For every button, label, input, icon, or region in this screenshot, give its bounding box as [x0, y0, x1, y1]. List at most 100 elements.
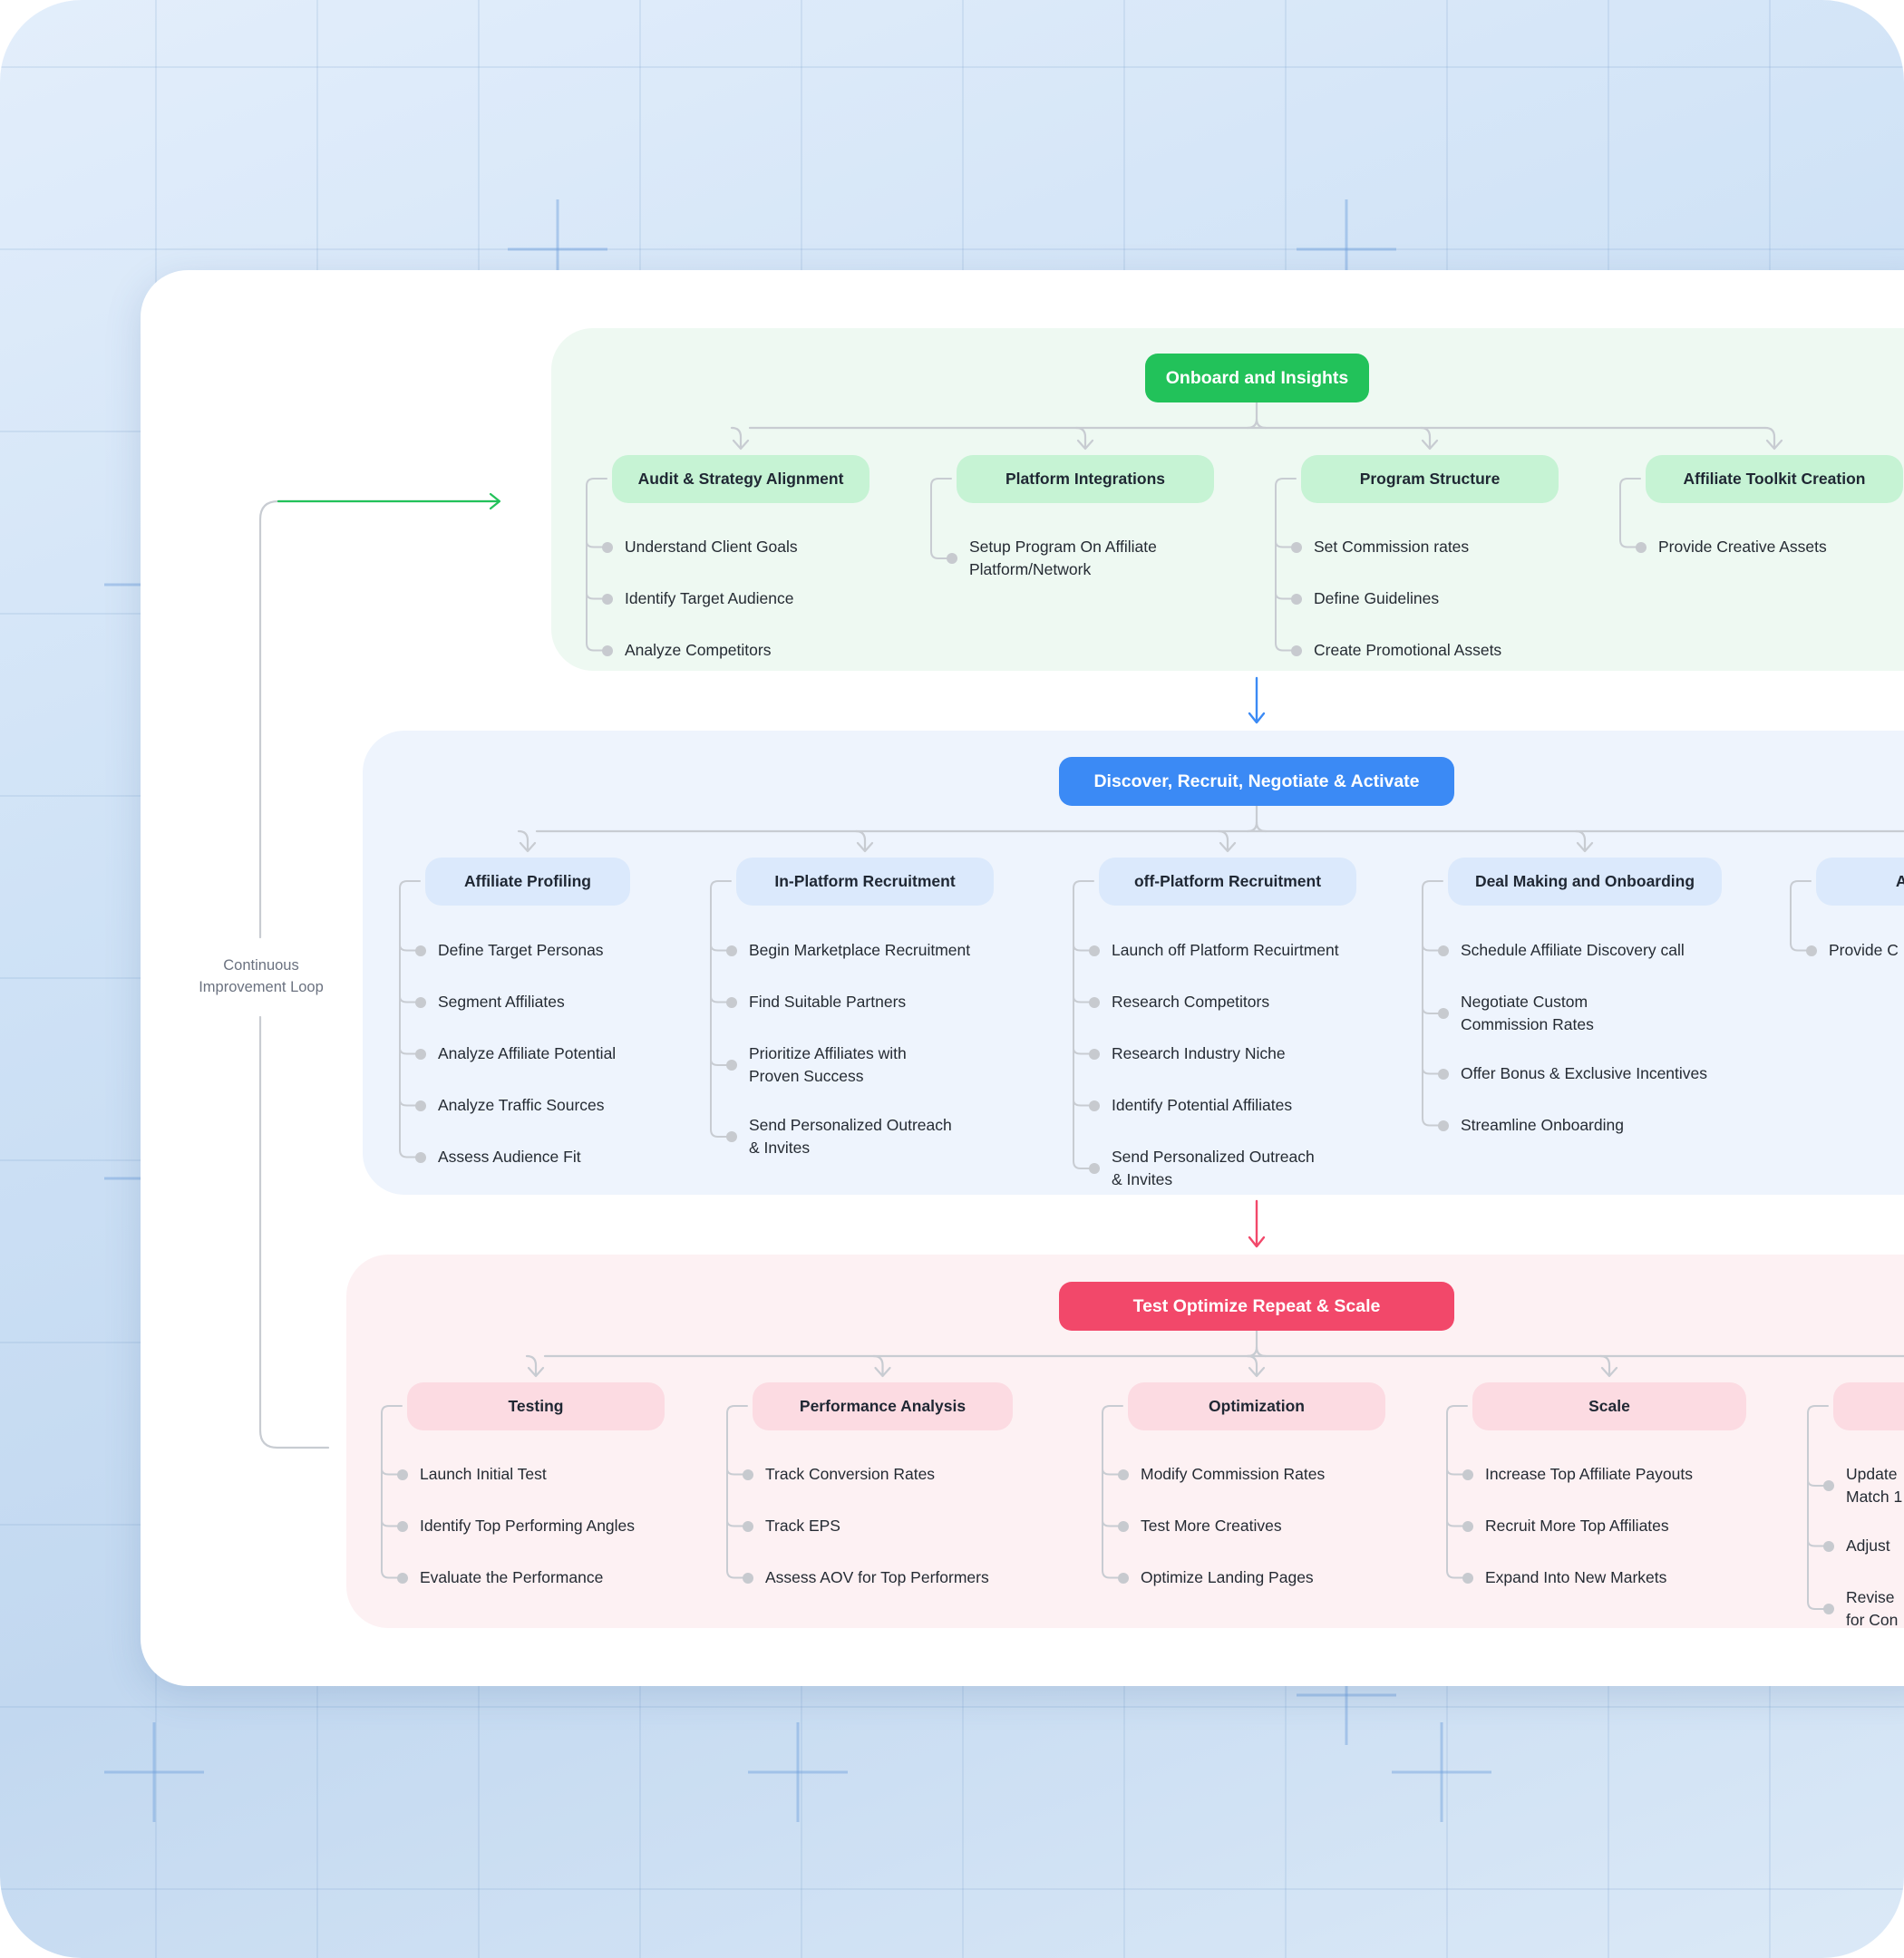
- list-item: Provide C: [1829, 941, 1899, 959]
- list-item: Send Personalized Outreach & Invites: [749, 1116, 952, 1157]
- list-item: Identify Top Performing Angles: [420, 1517, 636, 1535]
- group-title-onboard-3: Program Structure: [1301, 455, 1559, 503]
- list-bullet: [415, 996, 426, 1008]
- list-bullet: [1438, 1120, 1449, 1131]
- list-item: Identify Target Audience: [625, 589, 794, 607]
- list-item: Optimize Landing Pages: [1141, 1568, 1314, 1586]
- stage-discover-panel: [363, 731, 1904, 1195]
- list-bullet: [743, 1572, 753, 1584]
- group-title-discover-1: Affiliate Profiling: [425, 858, 630, 906]
- list-bullet: [397, 1468, 408, 1480]
- list-item: Segment Affiliates: [438, 993, 565, 1011]
- list-item: Assess AOV for Top Performers: [765, 1568, 989, 1586]
- list-item: Track EPS: [765, 1517, 840, 1535]
- list-bullet: [743, 1468, 753, 1480]
- list-item: Streamline Onboarding: [1461, 1116, 1624, 1134]
- stage-title-onboard: Onboard and Insights: [1145, 354, 1369, 402]
- list-bullet: [1823, 1480, 1834, 1491]
- list-item: Send Personalized Outreach & Invites: [1112, 1148, 1315, 1188]
- list-bullet: [1291, 541, 1302, 553]
- list-item: Provide Creative Assets: [1658, 538, 1827, 556]
- list-bullet: [415, 1100, 426, 1111]
- continuous-improvement-loop-label: Continuous Improvement Loop: [199, 957, 324, 995]
- group-title-onboard-2: Platform Integrations: [957, 455, 1214, 503]
- group-title-test-1: Testing: [407, 1382, 665, 1430]
- group-title-discover-5: Aff: [1816, 858, 1904, 906]
- list-bullet: [1118, 1468, 1129, 1480]
- list-bullet: [726, 1131, 737, 1142]
- list-item: Modify Commission Rates: [1141, 1465, 1326, 1483]
- list-item: Set Commission rates: [1314, 538, 1470, 556]
- list-item: Find Suitable Partners: [749, 993, 907, 1011]
- list-bullet: [1823, 1604, 1834, 1614]
- list-bullet: [1291, 593, 1302, 605]
- list-bullet: [1438, 1068, 1449, 1080]
- stage-title-discover: Discover, Recruit, Negotiate & Activate: [1059, 757, 1454, 806]
- list-bullet: [1089, 1048, 1100, 1060]
- list-item: Begin Marketplace Recruitment: [749, 941, 971, 959]
- list-item: Adjust: [1846, 1536, 1890, 1555]
- list-bullet: [1636, 541, 1647, 553]
- list-bullet: [602, 645, 613, 656]
- list-bullet: [1462, 1468, 1473, 1480]
- group-title-discover-2: In-Platform Recruitment: [736, 858, 994, 906]
- list-item: Define Guidelines: [1314, 589, 1440, 607]
- stage-title-test: Test Optimize Repeat & Scale: [1059, 1282, 1454, 1331]
- list-item: Schedule Affiliate Discovery call: [1461, 941, 1685, 959]
- group-title-test-3: Optimization: [1128, 1382, 1385, 1430]
- list-item: Research Industry Niche: [1112, 1044, 1286, 1062]
- group-title-test-2: Performance Analysis: [753, 1382, 1013, 1430]
- list-item: Launch Initial Test: [420, 1465, 547, 1483]
- list-item: Analyze Traffic Sources: [438, 1096, 605, 1114]
- list-item: Evaluate the Performance: [420, 1568, 604, 1586]
- list-bullet: [1089, 945, 1100, 956]
- list-item: Track Conversion Rates: [765, 1465, 936, 1483]
- list-bullet: [726, 996, 737, 1008]
- list-bullet: [415, 1151, 426, 1163]
- list-bullet: [1089, 1163, 1100, 1174]
- list-item: Define Target Personas: [438, 941, 604, 959]
- list-item: Update Match 1: [1846, 1465, 1903, 1506]
- list-bullet: [726, 1060, 737, 1071]
- list-bullet: [1118, 1520, 1129, 1532]
- group-title-test-4: Scale: [1472, 1382, 1746, 1430]
- group-title-discover-3: off-Platform Recruitment: [1099, 858, 1356, 906]
- group-title-onboard-1: Audit & Strategy Alignment: [612, 455, 869, 503]
- list-bullet: [1462, 1572, 1473, 1584]
- list-item: Expand Into New Markets: [1485, 1568, 1667, 1586]
- list-bullet: [1462, 1520, 1473, 1532]
- list-bullet: [1089, 996, 1100, 1008]
- list-bullet: [1438, 945, 1449, 956]
- list-item: Offer Bonus & Exclusive Incentives: [1461, 1064, 1708, 1082]
- list-bullet: [1438, 1008, 1449, 1019]
- list-bullet: [602, 593, 613, 605]
- list-item: Launch off Platform Recuirtment: [1112, 941, 1339, 959]
- group-title-discover-4: Deal Making and Onboarding: [1448, 858, 1722, 906]
- list-item: Negotiate Custom Commission Rates: [1461, 993, 1594, 1033]
- list-item: Test More Creatives: [1141, 1517, 1282, 1535]
- list-bullet: [947, 553, 957, 564]
- list-item: Research Competitors: [1112, 993, 1270, 1011]
- list-item: Analyze Affiliate Potential: [438, 1044, 617, 1062]
- list-item: Recruit More Top Affiliates: [1485, 1517, 1669, 1535]
- list-bullet: [415, 945, 426, 956]
- list-bullet: [397, 1520, 408, 1532]
- list-bullet: [1118, 1572, 1129, 1584]
- list-bullet: [415, 1048, 426, 1060]
- list-item: Revise for Con: [1846, 1588, 1899, 1629]
- list-bullet: [1806, 945, 1817, 956]
- list-item: Prioritize Affiliates with Proven Succes…: [749, 1044, 907, 1085]
- list-bullet: [726, 945, 737, 956]
- list-item: Create Promotional Assets: [1314, 641, 1502, 659]
- list-item: Analyze Competitors: [625, 641, 772, 659]
- list-bullet: [1823, 1540, 1834, 1552]
- list-item: Assess Audience Fit: [438, 1148, 581, 1166]
- list-item: Setup Program On Affiliate Platform/Netw…: [969, 538, 1157, 578]
- list-item: Increase Top Affiliate Payouts: [1485, 1465, 1693, 1483]
- list-bullet: [1291, 645, 1302, 656]
- group-title-test-5: C: [1833, 1382, 1904, 1430]
- list-bullet: [602, 541, 613, 553]
- list-bullet: [743, 1520, 753, 1532]
- list-bullet: [1089, 1100, 1100, 1111]
